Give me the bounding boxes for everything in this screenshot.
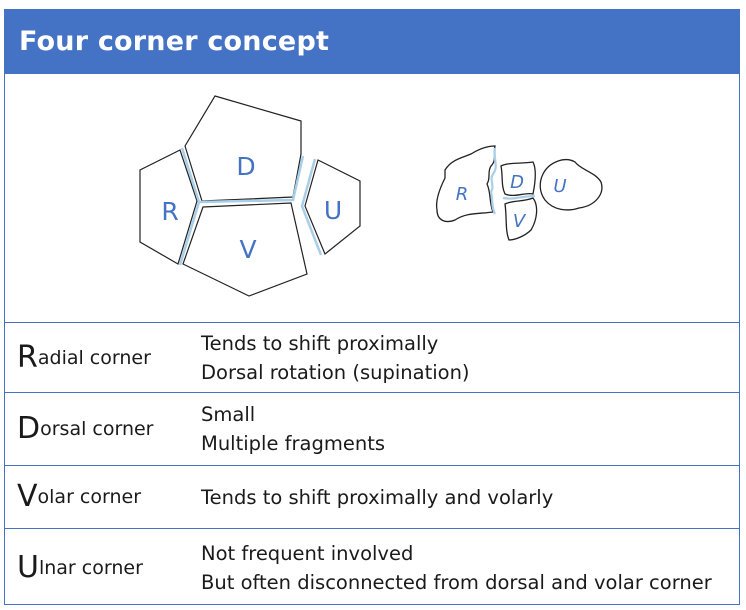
anatomic-label-v: V <box>513 211 527 232</box>
desc-line: Dorsal rotation (supination) <box>201 360 470 384</box>
schematic-label-r: R <box>161 197 178 226</box>
desc-line: Small <box>201 403 256 426</box>
row-term-rest: orsal corner <box>40 418 154 440</box>
anatomic-dorsal-fragment <box>500 161 536 197</box>
row-initial: V <box>17 479 38 514</box>
schematic-volar-corner <box>182 202 308 297</box>
row-initial: D <box>17 411 41 446</box>
row-initial: U <box>17 549 39 585</box>
row-term-rest: olar corner <box>37 486 142 508</box>
schematic-label-u: U <box>324 196 342 225</box>
schematic-label-d: D <box>236 152 255 181</box>
row-term-rest: adial corner <box>37 346 151 369</box>
row-term-rest: lnar corner <box>38 556 143 579</box>
schematic-divider <box>178 147 201 266</box>
row-description: Tends to shift proximally and volarly <box>201 466 553 528</box>
schematic-radial-corner <box>139 149 198 265</box>
diagram-area: R D V U R D V U <box>5 74 739 324</box>
row-description: Tends to shift proximally Dorsal rotatio… <box>201 323 470 392</box>
schematic-divider <box>300 158 323 256</box>
anatomic-radial-fragment <box>435 145 496 223</box>
page-title: Four corner concept <box>5 10 739 74</box>
desc-line: Tends to shift proximally and volarly <box>201 485 554 509</box>
desc-line: Tends to shift proximally <box>201 331 439 355</box>
row-description: Small Multiple fragments <box>201 393 385 465</box>
desc-line: But often disconnected from dorsal and v… <box>201 570 712 594</box>
desc-line: Not frequent involved <box>201 541 414 565</box>
anatomic-fracture-line <box>489 147 497 215</box>
schematic-ulnar-corner <box>304 159 361 255</box>
anatomic-label-r: R <box>456 184 469 205</box>
schematic-label-v: V <box>239 235 256 264</box>
anatomic-ulnar-head <box>539 159 603 211</box>
schematic-diagram: R D V U <box>139 95 361 297</box>
anatomic-label-u: U <box>553 176 566 197</box>
anatomic-label-d: D <box>510 172 524 193</box>
desc-line: Multiple fragments <box>201 432 386 455</box>
corner-diagram: R D V U R D V U <box>139 95 603 297</box>
row-initial: R <box>17 339 38 375</box>
anatomic-volar-fragment <box>504 197 538 241</box>
schematic-divider <box>198 155 305 204</box>
four-corner-card: Four corner concept R D V U <box>4 9 740 605</box>
schematic-dorsal-corner <box>184 95 302 202</box>
row-description: Not frequent involved But often disconne… <box>201 529 712 606</box>
anatomic-fracture-line <box>502 194 536 200</box>
anatomic-sketch: R D V U <box>435 145 603 241</box>
